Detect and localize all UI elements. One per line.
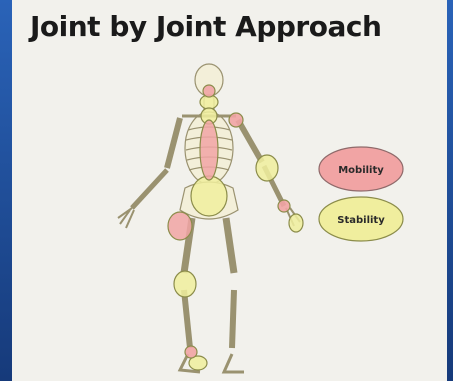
mobility-joint-thoracic <box>200 120 218 180</box>
right-tibia <box>232 290 234 348</box>
left-tibia <box>184 290 190 348</box>
mobility-joint-ankle <box>185 346 197 358</box>
mobility-joint-cervical <box>203 85 215 97</box>
slide-title: Joint by Joint Approach <box>30 10 381 43</box>
legend: Mobility Stability <box>319 147 403 241</box>
right-edge <box>447 0 453 381</box>
stability-joint-hand <box>289 214 303 232</box>
slide: Joint by Joint Approach <box>12 0 453 381</box>
stability-legend-label: Stability <box>337 215 385 226</box>
right-upper-arm <box>238 120 262 162</box>
skeleton-figure: Mobility Stability <box>12 58 453 381</box>
stability-joint-elbow <box>256 155 278 181</box>
right-foot <box>224 354 244 372</box>
stability-joint-lumbar <box>191 176 227 216</box>
left-forearm <box>132 170 167 208</box>
left-hand <box>118 208 134 228</box>
mobility-joint-hip <box>168 212 192 240</box>
right-femur <box>226 218 234 273</box>
left-upper-arm <box>167 118 180 168</box>
mobility-joint-wrist <box>278 200 290 212</box>
mobility-legend-label: Mobility <box>338 165 384 176</box>
mobility-joint-shoulder <box>229 113 243 127</box>
stability-joint-knee <box>174 271 196 297</box>
